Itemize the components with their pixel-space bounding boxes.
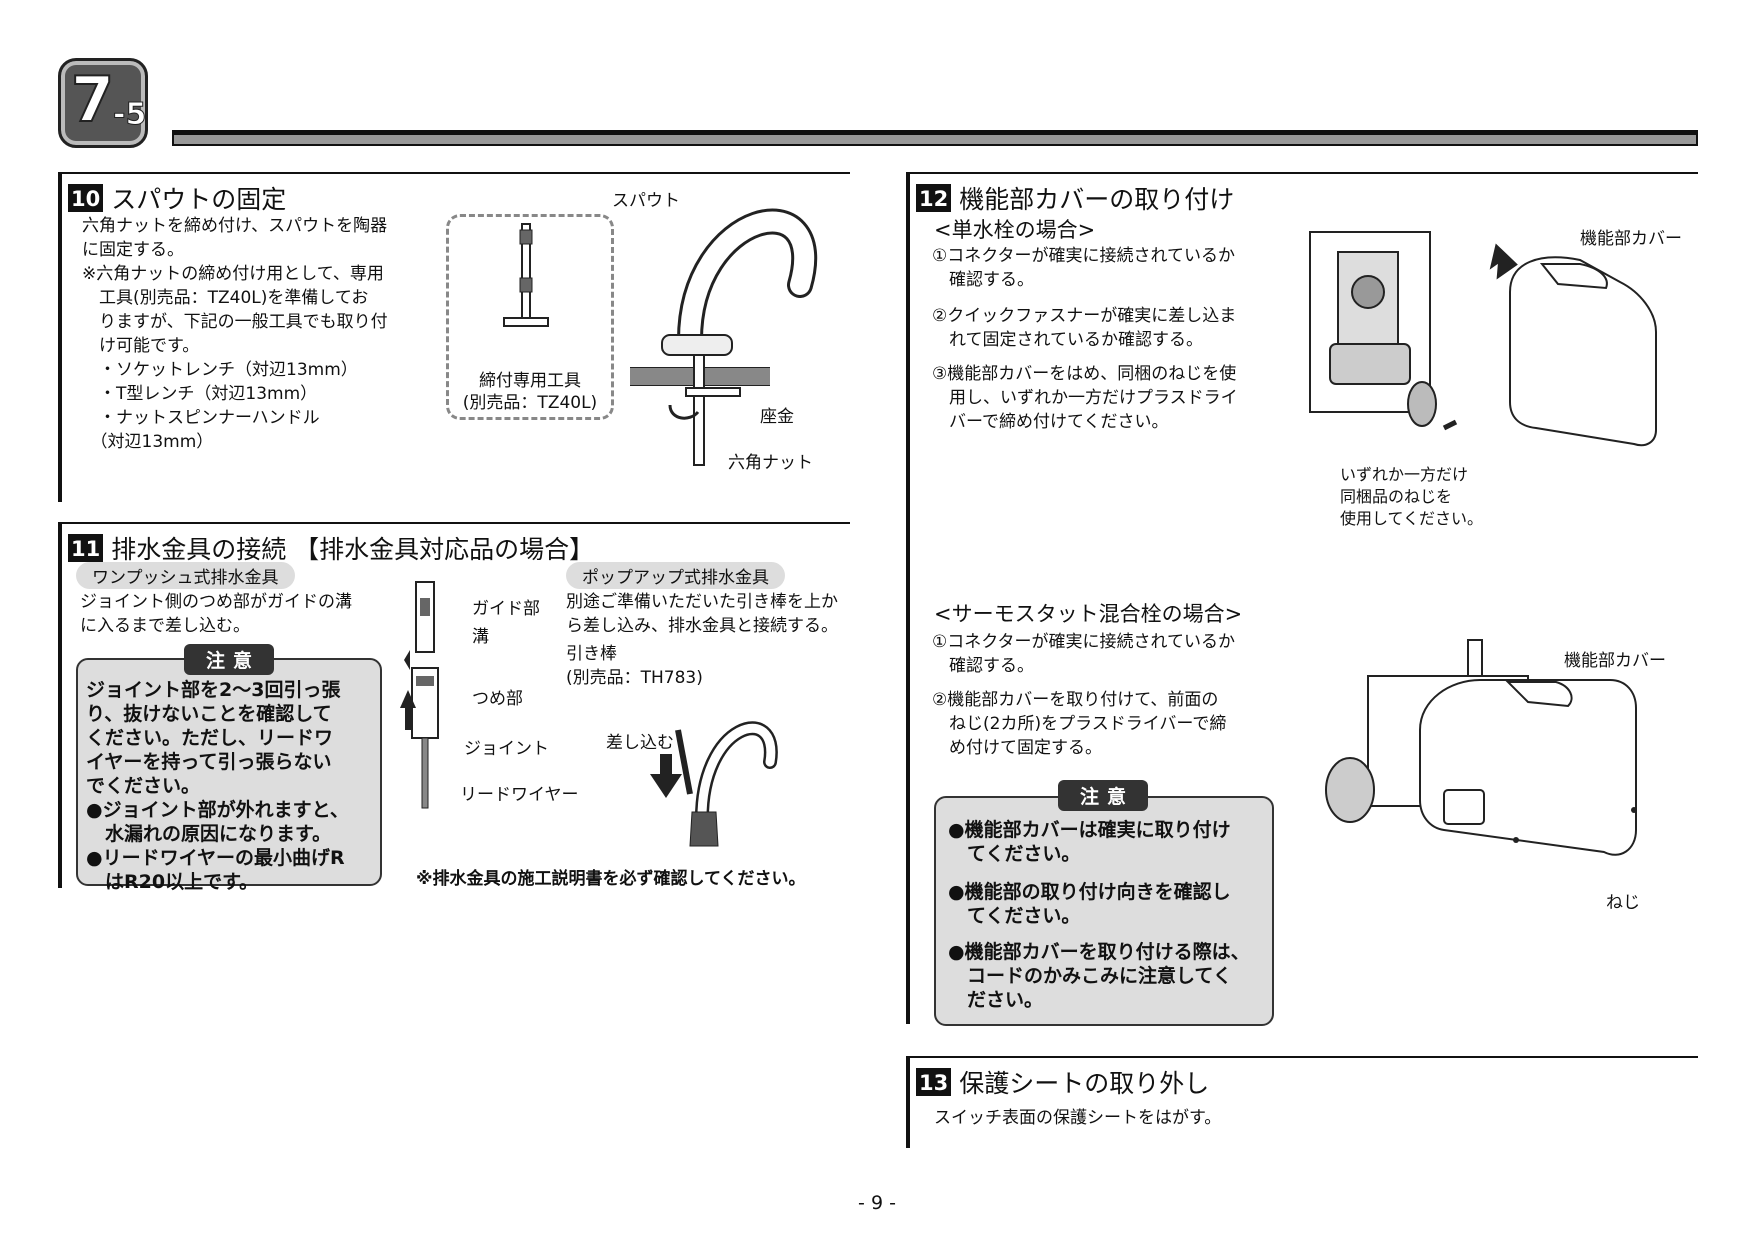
section-10-heading: 10 スパウトの固定 (68, 180, 286, 216)
caution-label: 注意 (184, 644, 275, 675)
section-number: 10 (68, 184, 104, 212)
claw-label: つめ部 (472, 689, 523, 709)
single-step-3: ③機能部カバーをはめ、同梱のねじを使 用し、いずれか一方だけプラスドライ バーで… (932, 364, 1238, 432)
caution-label: 注意 (1058, 780, 1149, 811)
chapter-subnumber: -5 (112, 97, 147, 133)
spout-illustration (630, 208, 818, 466)
thermo-screw-label: ねじ (1606, 893, 1640, 913)
section-divider (62, 172, 850, 174)
hex-nut-label: 六角ナット (728, 453, 813, 473)
single-step-2: ②クイックファスナーが確実に差し込ま れて固定されているか確認する。 (932, 306, 1237, 350)
t-wrench-illustration (503, 223, 549, 327)
popup-body: 別途ご準備いただいた引き棒を上か ら差し込み、排水金具と接続する。 (566, 592, 838, 636)
tool-label: 締付専用工具 (別売品：TZ40L) (462, 371, 598, 413)
one-push-body: ジョイント側のつめ部がガイドの溝 に入るまで差し込む。 (80, 592, 352, 636)
caution-box-11 (76, 658, 382, 886)
pull-rod-label: 引き棒 (別売品：TH783) (566, 644, 703, 688)
caution-text-3: ●機能部カバーを取り付ける際は、 コードのかみこみに注意してく ださい。 (948, 941, 1250, 1011)
thermo-cover-label: 機能部カバー (1564, 651, 1666, 671)
popup-faucet-illustration (650, 721, 778, 847)
single-screw-label: いずれか一方だけ 同梱品のねじを 使用してください。 (1340, 465, 1484, 528)
spout-label: スパウト (612, 191, 680, 211)
drain-note: ※排水金具の施工説明書を必ず確認してください。 (416, 869, 806, 889)
caution-text: ジョイント部を2～3回引っ張 り、抜けないことを確認して ください。ただし、リー… (86, 679, 349, 893)
section-title: 排水金具の接続 【排水金具対応品の場合】 (111, 535, 595, 564)
section-title: 機能部カバーの取り付け (959, 185, 1235, 214)
section-12: 12 機能部カバーの取り付け (906, 172, 1698, 1024)
section-title: 保護シートの取り外し (959, 1069, 1210, 1098)
section-divider (910, 1056, 1698, 1058)
section-number: 12 (916, 184, 952, 212)
header-rule (172, 130, 1698, 146)
thermo-faucet-illustration (1325, 639, 1637, 856)
thermo-heading: <サーモスタット混合栓の場合> (934, 602, 1243, 626)
caution-text-2: ●機能部の取り付け向きを確認し てください。 (948, 881, 1231, 927)
joint-illustration (400, 581, 439, 809)
joint-label: ジョイント (464, 739, 549, 759)
section-10-body: 六角ナットを締め付け、スパウトを陶器 に固定する。 ※六角ナットの締め付け用とし… (82, 216, 388, 452)
washer-label: 座金 (760, 407, 794, 427)
groove-label: 溝 (472, 627, 489, 647)
section-11: 11 排水金具の接続 【排水金具対応品の場合】 (58, 522, 850, 888)
insert-label: 差し込む (606, 733, 674, 753)
section-13-body: スイッチ表面の保護シートをはがす。 (934, 1108, 1222, 1128)
lead-wire-label: リードワイヤー (460, 785, 579, 805)
thermo-step-2: ②機能部カバーを取り付けて、前面の ねじ(2カ所)をプラスドライバーで締 め付け… (932, 690, 1227, 758)
section-title: スパウトの固定 (111, 185, 287, 214)
guide-label: ガイド部 (472, 599, 540, 619)
caution-text-1: ●機能部カバーは確実に取り付け てください。 (948, 819, 1231, 865)
section-number: 11 (68, 534, 104, 562)
section-divider (910, 172, 1698, 174)
section-divider (62, 522, 850, 524)
section-12-heading: 12 機能部カバーの取り付け (916, 180, 1234, 216)
section-13: 13 保護シートの取り外し (906, 1056, 1698, 1148)
tool-box (446, 214, 614, 420)
single-cover-label: 機能部カバー (1580, 229, 1682, 249)
chapter-badge: 7 -5 (58, 58, 148, 148)
single-step-1: ①コネクターが確実に接続されているか 確認する。 (932, 246, 1236, 290)
single-faucet-heading: <単水栓の場合> (934, 218, 1096, 242)
chapter-number: 7 (70, 62, 115, 137)
section-number: 13 (916, 1068, 952, 1096)
one-push-label: ワンプッシュ式排水金具 (76, 562, 295, 589)
section-13-heading: 13 保護シートの取り外し (916, 1064, 1209, 1100)
popup-label: ポップアップ式排水金具 (566, 562, 785, 589)
caution-box-12 (934, 796, 1274, 1026)
single-faucet-illustration (1309, 231, 1657, 447)
section-11-heading: 11 排水金具の接続 【排水金具対応品の場合】 (68, 530, 594, 566)
thermo-step-1: ①コネクターが確実に接続されているか 確認する。 (932, 632, 1236, 676)
section-10: 10 スパウトの固定 (58, 172, 850, 502)
page-number: - 9 - (858, 1192, 896, 1214)
